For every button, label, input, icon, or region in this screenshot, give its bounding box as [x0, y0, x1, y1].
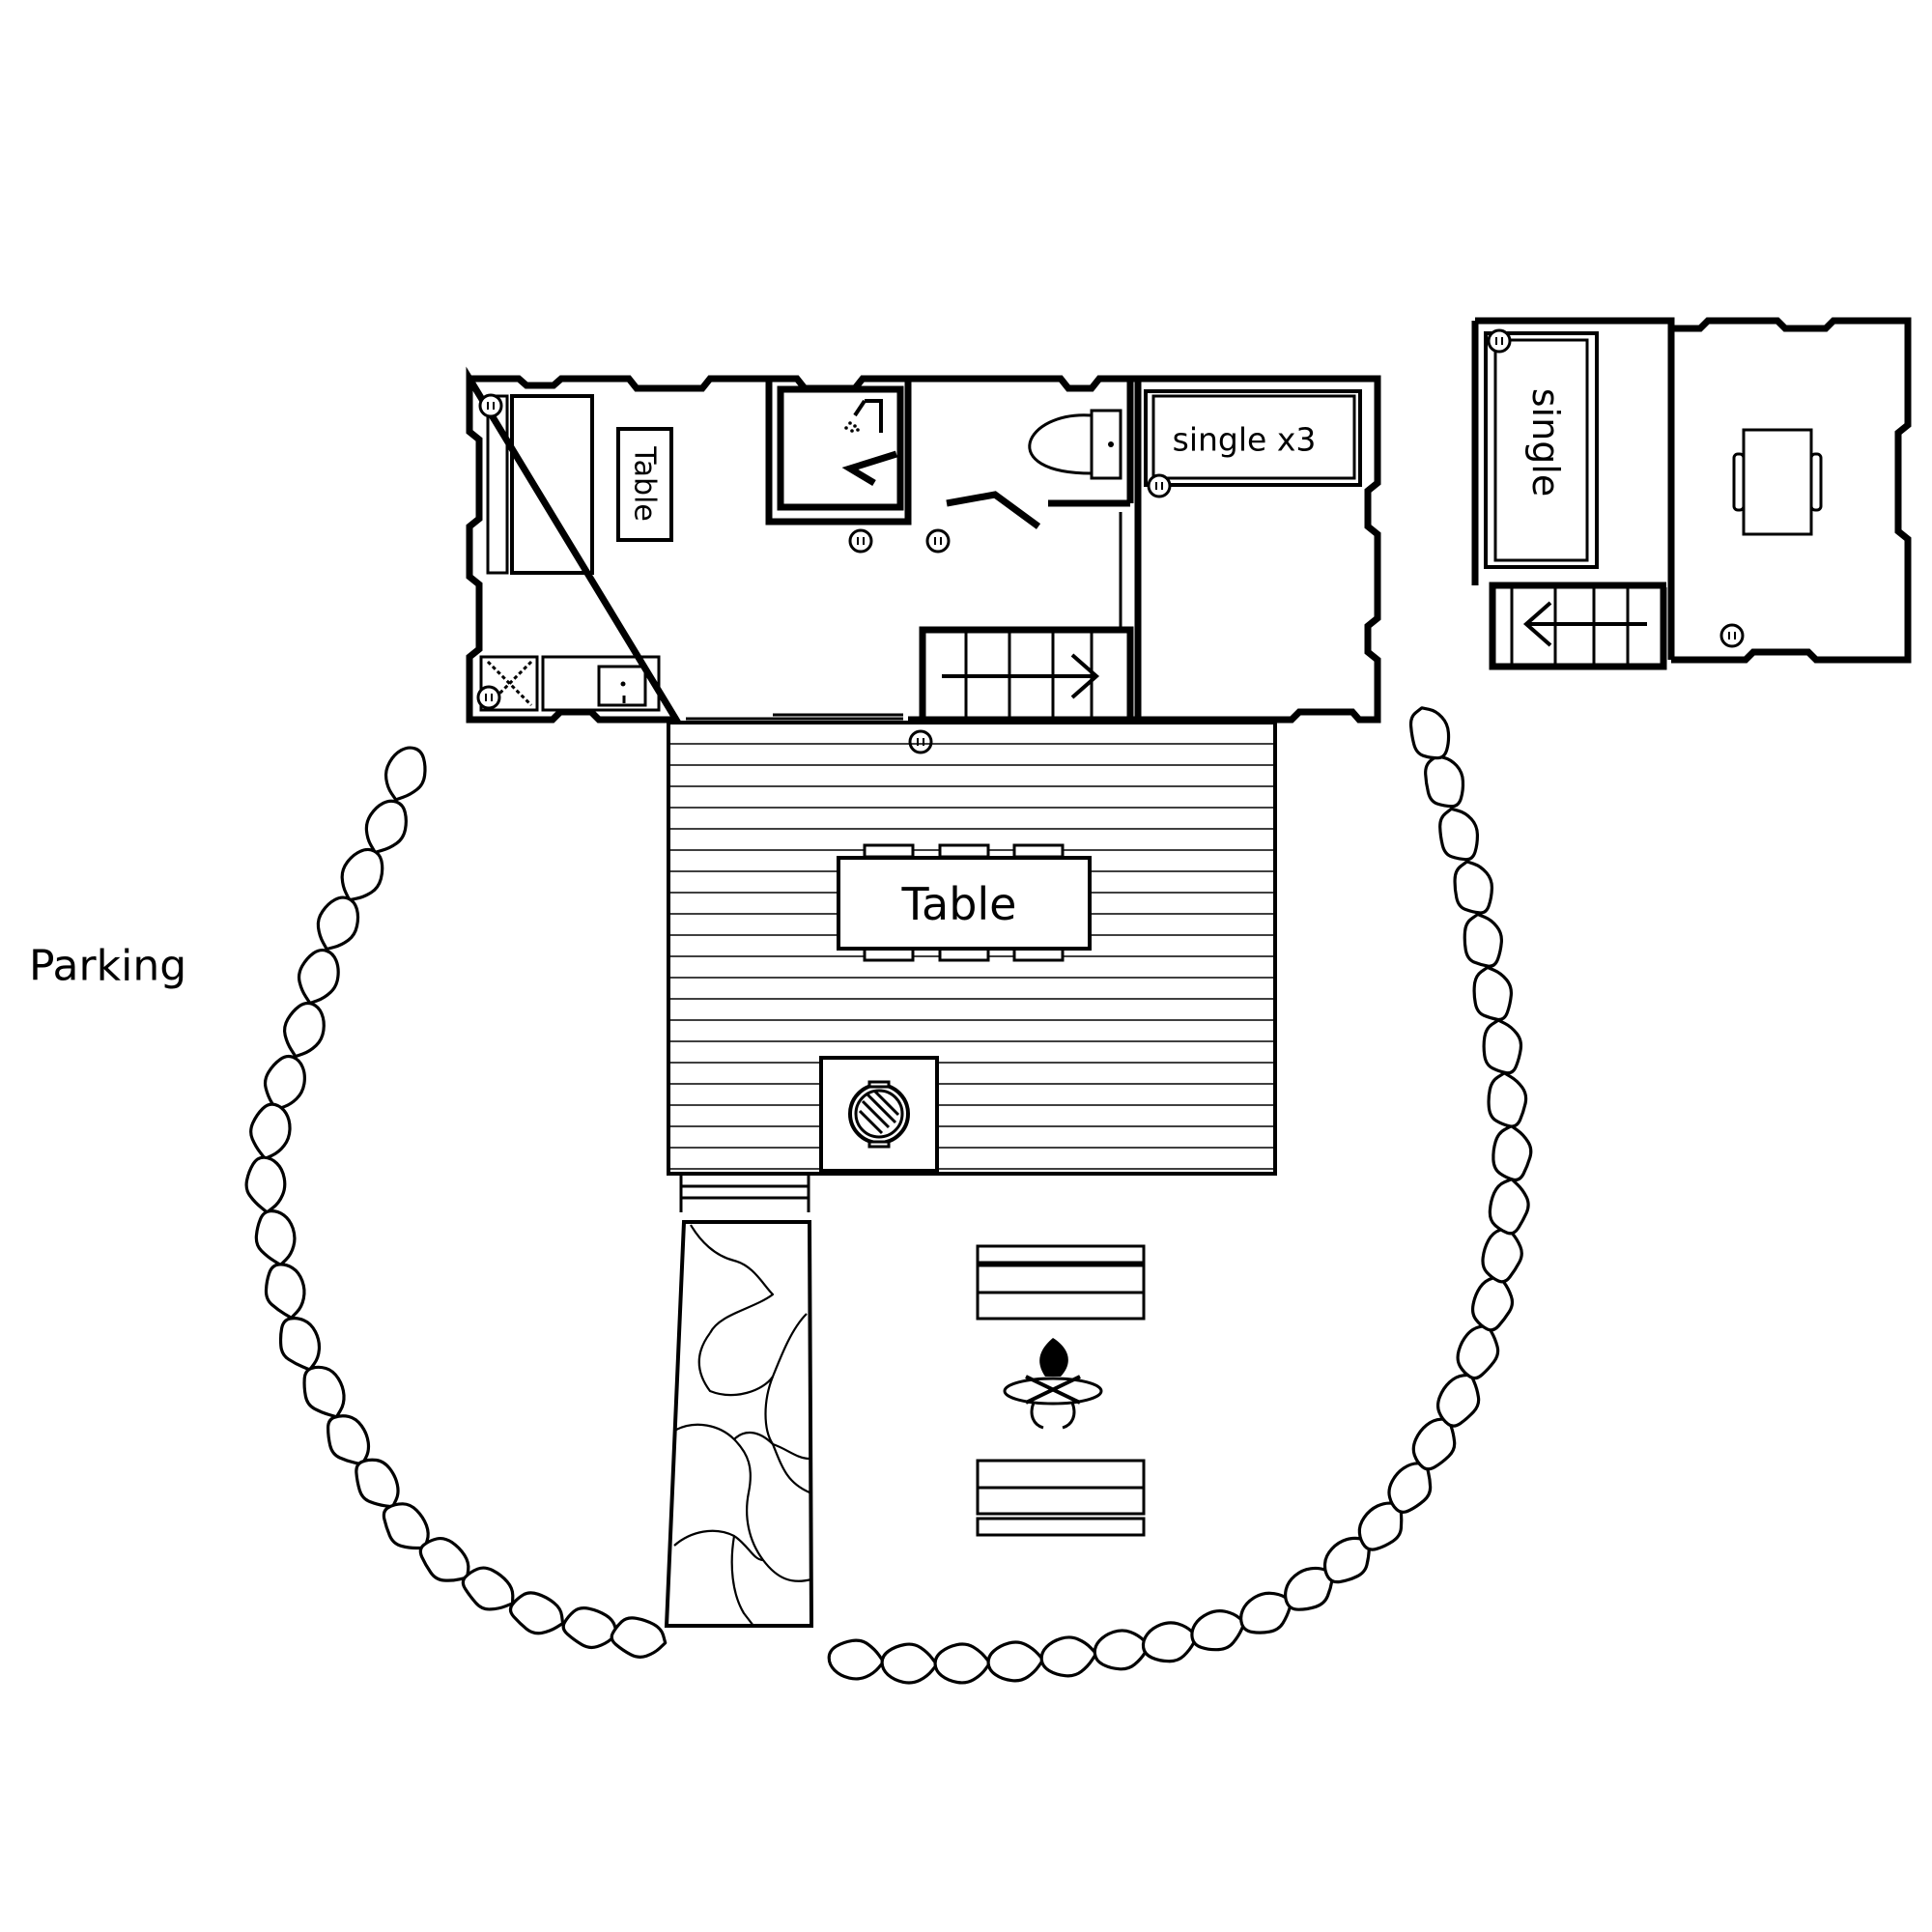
bbq-grill-icon — [819, 1056, 939, 1173]
border-stone — [1239, 1591, 1293, 1634]
border-stone — [1438, 807, 1480, 862]
border-stone — [1387, 1462, 1433, 1514]
deck: Table — [667, 721, 1277, 1212]
deck-outline — [667, 721, 1277, 1176]
border-stone — [1411, 1417, 1457, 1471]
border-stone — [418, 1536, 470, 1582]
border-stone — [1470, 1274, 1515, 1332]
main-stairs — [919, 626, 1134, 717]
fire-pit-icon — [1003, 1338, 1103, 1430]
border-stone — [1488, 1178, 1530, 1236]
stone-path — [664, 1220, 814, 1628]
border-stone — [282, 1001, 326, 1059]
sink-icon — [597, 665, 647, 707]
border-stone — [880, 1642, 939, 1685]
border-stone — [264, 1263, 306, 1320]
border-stone — [254, 1209, 297, 1267]
stairs-down-arrow-icon — [1522, 601, 1552, 647]
shower-icon — [844, 399, 883, 433]
bathroom-wall — [765, 379, 912, 526]
loft-building: single — [1471, 317, 1912, 670]
main-cabin: Table single x3 — [466, 366, 1381, 754]
border-stone — [561, 1606, 619, 1650]
deck-boards — [670, 743, 1273, 1170]
border-stone — [1435, 1373, 1481, 1428]
border-stone — [508, 1591, 565, 1635]
power-outlet-icon — [476, 393, 1172, 754]
border-stone — [1141, 1621, 1199, 1663]
desk-icon — [1732, 428, 1823, 536]
stone-border — [244, 706, 1533, 1685]
border-stone — [316, 895, 360, 952]
border-stone — [1039, 1635, 1098, 1678]
fire-pit-area — [976, 1244, 1146, 1537]
indoor-table-label: Table — [628, 445, 662, 522]
border-stone — [263, 1054, 306, 1111]
border-stone — [986, 1640, 1045, 1683]
bunk-bed-label: single x3 — [1173, 421, 1317, 459]
border-stone — [249, 1102, 292, 1161]
border-stone — [1482, 1018, 1523, 1075]
chair-icon — [863, 843, 915, 859]
border-stone — [384, 746, 427, 802]
loft-bed: single — [1484, 331, 1599, 569]
border-stone — [355, 1458, 400, 1509]
loft-stairs — [1510, 585, 1647, 667]
border-stone — [326, 1414, 371, 1466]
bench-icon — [976, 1459, 1146, 1537]
loft-exterior-wall — [1471, 317, 1912, 670]
border-stone — [1357, 1501, 1404, 1551]
border-stone — [340, 847, 384, 902]
indoor-table: Table — [616, 427, 673, 542]
deck-table-label: Table — [901, 878, 1017, 930]
border-stone — [933, 1642, 992, 1685]
border-stone — [461, 1566, 515, 1611]
border-stone — [1481, 1226, 1523, 1284]
stairs-up-arrow-icon — [1070, 653, 1100, 699]
border-stone — [1093, 1629, 1151, 1671]
bunk-bed: single x3 — [1144, 389, 1362, 487]
power-outlet-icon — [1487, 328, 1745, 648]
border-stone — [244, 1155, 287, 1214]
border-stone — [1322, 1536, 1372, 1584]
parking-label: Parking — [29, 942, 186, 991]
border-stone — [1463, 912, 1503, 968]
border-stone — [1453, 860, 1494, 915]
stove-icon — [479, 655, 539, 712]
chair-icon — [1732, 452, 1746, 512]
indoor-bench-seat — [510, 394, 594, 575]
border-stone — [364, 799, 408, 854]
border-stone — [1472, 965, 1514, 1022]
border-stone — [382, 1502, 430, 1550]
border-stone — [278, 1317, 322, 1372]
border-stone — [297, 948, 340, 1006]
bathroom-wall-lower — [946, 491, 1041, 529]
main-cabin-exterior-wall — [466, 366, 1381, 724]
kitchen-counter — [541, 655, 661, 712]
border-stone — [1492, 1124, 1533, 1182]
shower-enclosure — [777, 385, 904, 511]
shower-door — [841, 450, 898, 487]
border-stone — [302, 1365, 346, 1419]
bench-icon — [976, 1244, 1146, 1321]
deck-steps — [679, 1174, 810, 1212]
border-stone — [1190, 1609, 1247, 1652]
border-stone — [1283, 1566, 1335, 1611]
border-stone — [1408, 706, 1451, 760]
deck-table: Table — [837, 843, 1092, 962]
border-stone — [827, 1638, 886, 1681]
loft-bed-label: single — [1524, 388, 1567, 497]
border-stone — [1487, 1071, 1528, 1128]
border-stone — [1424, 754, 1465, 809]
border-stone — [1456, 1323, 1500, 1380]
border-stone — [610, 1616, 668, 1659]
toilet-icon — [1028, 409, 1122, 480]
